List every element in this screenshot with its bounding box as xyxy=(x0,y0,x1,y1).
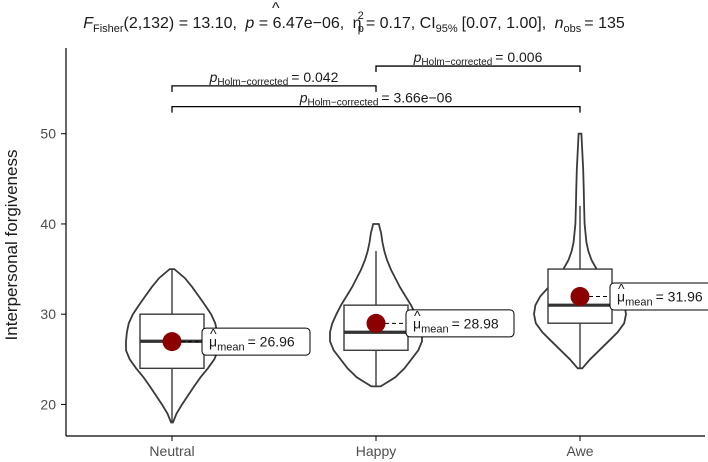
sig-bracket-neutral-awe xyxy=(171,106,581,113)
mean-label-box-happy xyxy=(405,309,515,338)
mean-label-symbol: μ xyxy=(413,315,421,331)
mean-label-hat-neutral: ^ xyxy=(210,326,217,342)
title-stat-sub: Fisher xyxy=(93,23,124,35)
mean-label-symbol: μ xyxy=(617,289,625,305)
mean-label-symbol: μ xyxy=(209,334,217,350)
sig-bracket-happy-awe xyxy=(375,65,581,73)
mean-label-box-awe xyxy=(609,282,708,311)
title-stat-df: (2,132) = 13.10, xyxy=(124,15,237,32)
mean-label-hat-awe: ^ xyxy=(618,281,625,297)
mean-label-value: = 31.96 xyxy=(656,289,703,305)
mean-label-neutral: μmean= 26.96 xyxy=(209,334,295,354)
y-tick-label: 20 xyxy=(40,396,56,412)
sig-p-sub: Holm−corrected xyxy=(421,57,492,68)
title-n-name: n xyxy=(555,15,564,32)
sig-label-happy-awe: pHolm−corrected= 0.006 xyxy=(413,49,543,68)
sig-p-symbol: p xyxy=(413,49,422,65)
title-ci-sub: 95% xyxy=(436,23,458,35)
mean-label-value: = 26.96 xyxy=(248,334,295,350)
mean-point-awe xyxy=(570,287,590,307)
effect-hat: ^ xyxy=(272,0,280,17)
sig-label-neutral-happy: pHolm−corrected= 0.042 xyxy=(209,69,339,88)
mean-label-box-neutral xyxy=(201,327,311,356)
chart-title: FFisher(2,132) = 13.10, p = 6.47e−06, η2… xyxy=(83,10,625,35)
mean-labels-layer: ^μmean= 26.96^μmean= 28.98^μmean= 31.96 xyxy=(181,281,708,356)
sig-p-value: = 0.042 xyxy=(291,69,338,85)
y-tick-label: 50 xyxy=(40,126,56,142)
mean-label-happy: μmean= 28.98 xyxy=(413,315,499,335)
sig-p-sub: Holm−corrected xyxy=(308,98,379,109)
y-axis-label: Interpersonal forgiveness xyxy=(2,150,21,341)
mean-point-happy xyxy=(366,313,386,333)
mean-label-hat-happy: ^ xyxy=(414,307,421,323)
y-ticks: 20 30 40 50 xyxy=(40,126,66,412)
x-tick-label-awe: Awe xyxy=(567,443,594,459)
mean-label-awe: μmean= 31.96 xyxy=(617,289,703,309)
y-tick-label: 30 xyxy=(40,306,56,322)
sig-p-sub: Holm−corrected xyxy=(217,77,288,88)
title-ci-value: [0.07, 1.00], xyxy=(462,15,547,32)
title-effect-sub: p xyxy=(358,23,364,35)
groups-layer xyxy=(125,132,627,424)
sig-p-value: = 0.006 xyxy=(495,49,542,65)
sig-p-symbol: p xyxy=(299,90,308,106)
x-ticks: Neutral Happy Awe xyxy=(149,436,594,459)
x-tick-label-neutral: Neutral xyxy=(149,443,194,459)
y-tick-label: 40 xyxy=(40,216,56,232)
title-n-sub: obs xyxy=(564,23,582,35)
mean-label-value: = 28.98 xyxy=(452,315,499,331)
x-tick-label-happy: Happy xyxy=(356,443,396,459)
title-n-value: = 135 xyxy=(584,15,625,32)
sig-p-symbol: p xyxy=(209,69,218,85)
sig-p-value: = 3.66e−06 xyxy=(381,90,452,106)
title-effect-name: η xyxy=(353,15,362,32)
mean-label-sub: mean xyxy=(421,323,449,335)
mean-label-sub: mean xyxy=(625,297,653,309)
title-effect-sup: 2 xyxy=(358,10,364,22)
title-effect-value: = 0.17, CI xyxy=(366,15,436,32)
title-p-name: p xyxy=(244,15,254,32)
sig-bracket-neutral-happy xyxy=(171,85,377,92)
title-p-value: = 6.47e−06, xyxy=(259,15,344,32)
title-stat-name: F xyxy=(83,15,94,32)
sig-label-neutral-awe: pHolm−corrected= 3.66e−06 xyxy=(299,90,453,109)
mean-label-sub: mean xyxy=(217,342,245,354)
mean-point-neutral xyxy=(162,332,182,352)
